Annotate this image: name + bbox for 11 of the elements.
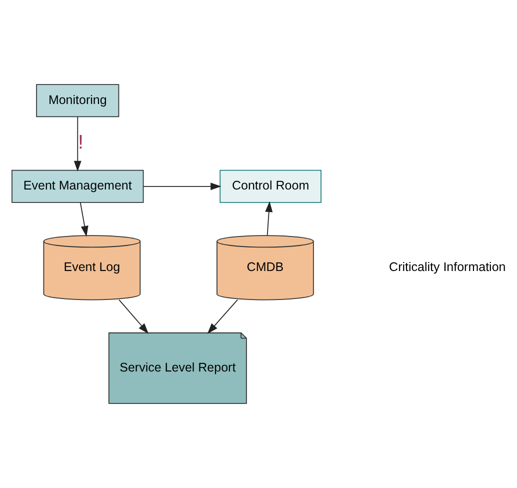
node-box: Control Room bbox=[220, 170, 322, 203]
arrow bbox=[143, 182, 222, 190]
arrow bbox=[265, 201, 273, 236]
arrow bbox=[80, 202, 88, 237]
edge-label: ! bbox=[78, 132, 84, 154]
arrow bbox=[207, 299, 238, 334]
label: Criticality Information bbox=[389, 260, 506, 274]
node-box: Event Management bbox=[12, 170, 144, 203]
arrow bbox=[118, 299, 149, 334]
node-box: Monitoring bbox=[36, 84, 120, 118]
arrow bbox=[74, 116, 82, 172]
